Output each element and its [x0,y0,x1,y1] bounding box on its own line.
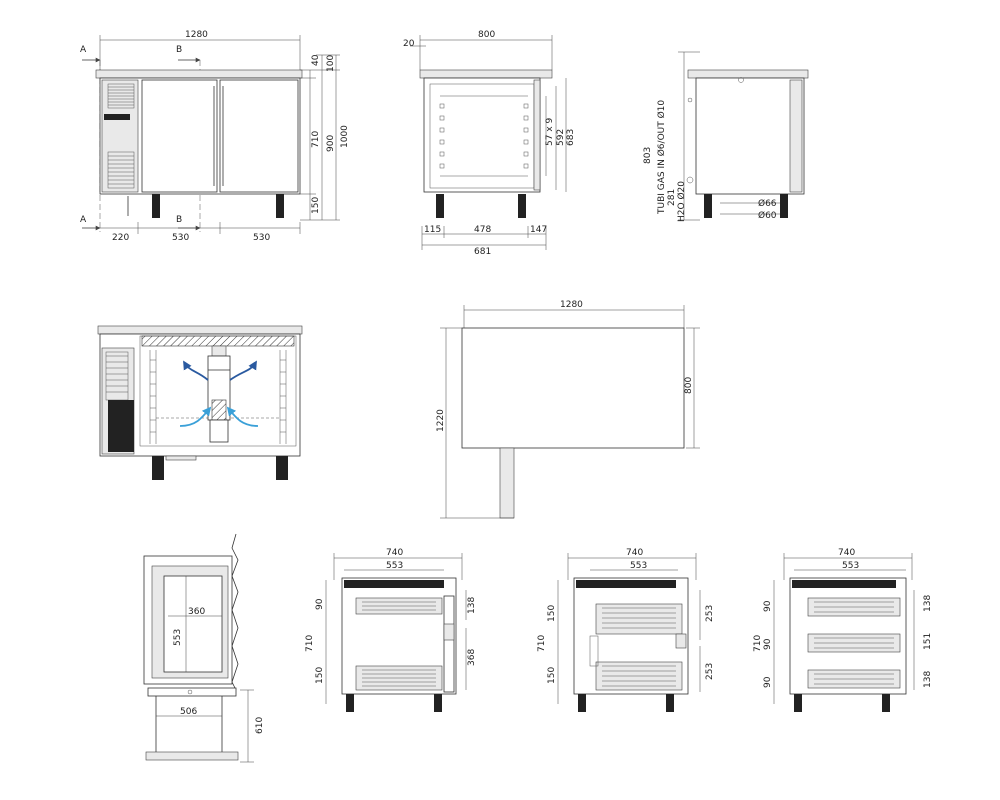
detail-base-width: 506 [180,707,197,717]
drawer1-drawer-top: 90 [315,598,325,610]
front-width-left: 220 [112,233,129,243]
front-height-mid: 900 [326,135,336,152]
side-base-left: 115 [424,225,441,235]
top-width: 1280 [560,300,583,310]
control-panel [104,114,130,120]
drawer1-bottom-grill [362,669,436,687]
vent-grille-bottom [107,151,135,189]
drawer1-right-bottom: 368 [467,649,477,666]
drawer-section-3: 740 553 710 90 90 90 138 151 [753,548,933,712]
detail-inner-width: 360 [188,607,205,617]
door-right [219,79,299,193]
drawer3-width-inner: 553 [842,561,859,571]
front-width-right: 530 [253,233,270,243]
side-lip: 20 [403,39,415,49]
door-left [141,79,218,193]
evaporator-unit [207,345,231,443]
interior-rails-left [149,350,157,444]
drawer2-left-top: 150 [547,605,557,622]
right-gas-height: 281 [667,189,677,206]
top-clearance: 1220 [436,409,446,432]
detail-base-height: 610 [255,717,265,734]
drawer3-right-3: 138 [923,671,933,688]
front-height-total: 1000 [340,125,350,148]
condenser-fins [105,351,129,401]
drawer2-bottom-grill [602,665,676,687]
detail-section: 360 553 506 610 [143,533,265,763]
side-height-outer: 683 [566,129,576,146]
drawer2-height-total: 710 [537,635,547,652]
top-depth: 800 [684,377,694,394]
front-height-top2: 100 [326,55,336,72]
detail-inner-height: 553 [173,629,183,646]
side-view: 800 20 57 x 9 [403,30,576,257]
side-height-inner: 592 [556,129,566,146]
front-height-body: 710 [311,131,321,148]
drawer1-drawer-bottom: 150 [315,667,325,684]
front-view: A B A B 1280 [80,30,350,243]
drawer2-right-bottom: 253 [705,663,715,680]
side-base-right: 147 [530,225,547,235]
drawer3-right-1: 138 [923,595,933,612]
drawer2-width-overall: 740 [626,548,643,558]
drawer3-tier-3-grill [814,673,894,685]
drawer3-tier-1-grill [814,601,894,613]
airflow-arrow-out-right [229,360,257,381]
front-height-top: 40 [311,54,321,66]
airflow-arrow-in-right [226,406,259,427]
top-view: 1280 800 1220 [436,300,700,519]
front-height-feet: 150 [311,197,321,214]
drawer2-top [595,603,683,635]
airflow-arrow-out-left [183,360,209,381]
side-grid-spacing: 57 x 9 [545,118,555,147]
interior-view [97,325,303,480]
drawer3-tier-2-grill [814,637,894,649]
right-height: 803 [643,147,653,164]
rail-slots-right [523,103,529,169]
side-base-mid: 478 [474,225,491,235]
side-base-total: 681 [474,247,491,257]
vent-grille-top [107,83,135,109]
section-a-bottom: A [80,215,87,225]
rail-slots-left [439,103,445,169]
drawer-section-1: 740 553 710 90 150 138 368 [305,548,477,712]
drawer3-height-total: 710 [753,635,763,652]
right-gas-label: TUBI GAS IN Ø6/OUT Ø10 [656,100,667,215]
drawer1-height-total: 710 [305,635,315,652]
drawer2-width-inner: 553 [630,561,647,571]
right-dia-1: Ø66 [758,198,777,209]
drawer-section-2: 740 553 710 150 150 253 25 [537,548,715,712]
front-width-mid: 530 [172,233,189,243]
drawer3-right-2: 151 [923,633,933,650]
drawer3-left-3: 90 [763,676,773,688]
section-a-top: A [80,45,87,55]
front-width-overall: 1280 [185,30,208,40]
interior-rails-right [279,350,287,444]
drawer3-left-1: 90 [763,600,773,612]
right-view: 803 TUBI GAS IN Ø6/OUT Ø10 281 H2O Ø20 Ø… [643,51,809,222]
drawer1-right-top: 138 [467,597,477,614]
drawer1-width-overall: 740 [386,548,403,558]
drawer1-top-grill [362,601,436,611]
drawer1-width-inner: 553 [386,561,403,571]
drawer2-top-grill [602,607,676,629]
section-b-bottom: B [176,215,182,225]
side-depth-overall: 800 [478,30,495,40]
airflow-arrow-in-left [179,406,212,427]
right-dia-2: Ø60 [758,210,777,221]
right-water-label: H2O Ø20 [676,181,687,222]
drawer3-left-2: 90 [763,638,773,650]
section-b-top: B [176,45,182,55]
drawer2-left-bottom: 150 [547,667,557,684]
drawer3-width-overall: 740 [838,548,855,558]
drawer2-right-top: 253 [705,605,715,622]
